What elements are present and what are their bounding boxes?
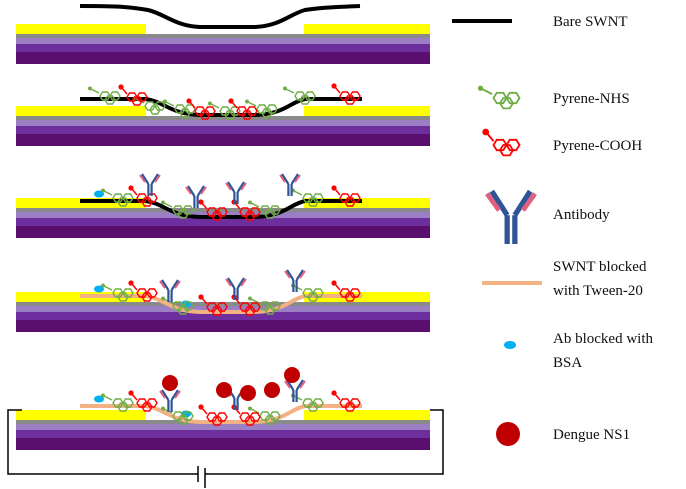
bsa-swatch (504, 341, 516, 349)
legend-label-swnt-blocked-2: with Tween-20 (553, 283, 643, 299)
pyrene-nhs-icon (476, 84, 521, 110)
legend-item-bare-swnt: Bare SWNT (452, 14, 628, 30)
legend-label-dengue-ns1: Dengue NS1 (553, 427, 630, 443)
legend-item-pyrene-cooh: Pyrene-COOH (481, 127, 642, 157)
legend-item-antibody: Antibody (487, 191, 610, 244)
legend: Bare SWNT Pyrene-NHS Pyrene-COOH Antibod… (452, 14, 653, 446)
legend-label-ab-blocked-2: BSA (553, 355, 582, 371)
legend-label-bare-swnt: Bare SWNT (553, 14, 628, 30)
measurement-circuit (7, 409, 444, 488)
stage-pyrene (16, 82, 430, 146)
tween-swnt-tube (80, 404, 362, 424)
stage-antibody (16, 172, 430, 238)
legend-item-swnt-blocked: SWNT blocked with Tween-20 (482, 259, 647, 299)
legend-label-ab-blocked-1: Ab blocked with (553, 331, 653, 347)
ns1-swatch (496, 422, 520, 446)
antibody-icon (487, 191, 535, 244)
legend-label-pyrene-cooh: Pyrene-COOH (553, 138, 642, 154)
stage-detection (7, 367, 444, 488)
stage-bare-swnt (16, 4, 430, 64)
bsa-mark (94, 190, 104, 198)
pyrene-cooh-icon (481, 127, 521, 157)
substrate-stack (16, 106, 430, 146)
legend-item-dengue-ns1: Dengue NS1 (496, 422, 630, 446)
legend-item-ab-blocked-bsa: Ab blocked with BSA (504, 331, 653, 371)
legend-label-swnt-blocked-1: SWNT blocked (553, 259, 647, 275)
substrate-stack (16, 410, 430, 450)
legend-label-antibody: Antibody (553, 207, 610, 223)
bare-swnt-tube (80, 199, 362, 219)
legend-item-pyrene-nhs: Pyrene-NHS (476, 84, 630, 110)
bare-swnt-tube (79, 4, 361, 29)
bsa-mark (94, 395, 104, 403)
substrate-stack (16, 24, 430, 64)
dengue-ns1-marks (162, 367, 300, 401)
tween-swnt-tube (80, 294, 362, 314)
legend-label-pyrene-nhs: Pyrene-NHS (553, 91, 630, 107)
bsa-mark (94, 285, 104, 293)
stage-blocked (16, 268, 430, 332)
